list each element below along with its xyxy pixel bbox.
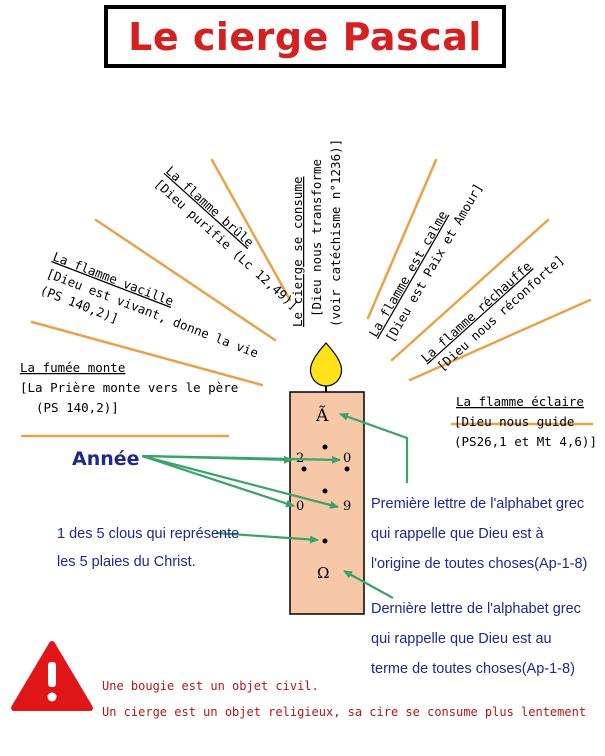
nail-2 — [301, 466, 307, 472]
arrow-alpha — [339, 412, 409, 483]
ray-right-1 — [366, 158, 438, 320]
label-consume-title: Le cierge se consume — [290, 176, 305, 327]
omega-note-line-1: Dernière lettre de l'alphabet grec — [371, 601, 581, 617]
label-consume-ref: (voir catéchisme n°1236)] — [328, 139, 343, 327]
title-box: Le cierge Pascal — [104, 5, 506, 68]
warning-line-1: Une bougie est un objet civil. — [102, 679, 319, 693]
nail-3 — [344, 466, 350, 472]
omega-mark: Ω — [317, 564, 329, 582]
omega-note-line-3: terme de toutes choses(Ap-1-8) — [371, 661, 575, 677]
ray-left-1 — [30, 320, 264, 387]
label-brule-text: [Dieu purifie (Lc 12,49)] — [152, 176, 302, 313]
label-fumee: La fumée monte [La Prière monte vers le … — [20, 360, 238, 415]
arrow-annee-0b — [141, 454, 295, 508]
clous-line-2: les 5 plaies du Christ. — [57, 554, 196, 570]
alpha-note-line-2: qui rappelle que Dieu est à — [371, 526, 544, 542]
label-brule: La flamme brûle [Dieu purifie (Lc 12,49)… — [152, 163, 302, 313]
nail-4 — [322, 488, 328, 494]
alpha-note-line-3: l'origine de toutes choses(Ap-1-8) — [371, 556, 587, 572]
nail-1 — [322, 444, 328, 450]
ray-right-2 — [390, 218, 550, 362]
label-eclaire-text: [Dieu nous guide — [454, 414, 574, 429]
omega-note-line-2: qui rappelle que Dieu est au — [371, 631, 552, 647]
digit-0-top: 0 — [343, 451, 351, 466]
label-consume: Le cierge se consume [Dieu nous transfor… — [290, 139, 343, 327]
ray-left-2 — [94, 218, 277, 342]
exclamation-triangle-icon — [11, 641, 93, 711]
alpha-mark: Ã — [315, 405, 329, 426]
digit-9: 9 — [343, 499, 351, 514]
arrow-clou — [215, 531, 319, 544]
clous-line-1: 1 des 5 clous qui représente — [57, 526, 239, 542]
ray-right-3 — [408, 298, 592, 382]
page-title: Le cierge Pascal — [128, 14, 482, 59]
label-fumee-title: La fumée monte — [20, 360, 125, 375]
label-eclaire: La flamme éclaire [Dieu nous guide (PS26… — [454, 394, 597, 449]
label-vacille-text: [Dieu est vivant, donne la vie — [44, 266, 260, 361]
label-consume-text: [Dieu nous transforme — [309, 159, 324, 317]
digit-0-bottom: 0 — [296, 499, 304, 514]
flame — [309, 342, 343, 387]
arrow-annee-9 — [141, 454, 339, 509]
label-fumee-ref: (PS 140,2)] — [36, 400, 119, 415]
annee-label: Année — [72, 448, 140, 470]
ray-left-3 — [210, 158, 292, 302]
warning-line-2: Un cierge est un objet religieux, sa cir… — [102, 705, 586, 719]
arrow-omega — [343, 570, 394, 599]
alpha-note-line-1: Première lettre de l'alphabet grec — [371, 496, 584, 512]
arrow-annee-0a — [141, 454, 341, 464]
label-eclaire-title: La flamme éclaire — [456, 394, 584, 409]
nail-5 — [322, 538, 328, 544]
label-rechauffe-text: [Dieu nous réconforte] — [434, 252, 567, 374]
label-eclaire-ref: (PS26,1 et Mt 4,6)] — [454, 434, 597, 449]
label-fumee-text: [La Prière monte vers le père — [20, 380, 238, 395]
